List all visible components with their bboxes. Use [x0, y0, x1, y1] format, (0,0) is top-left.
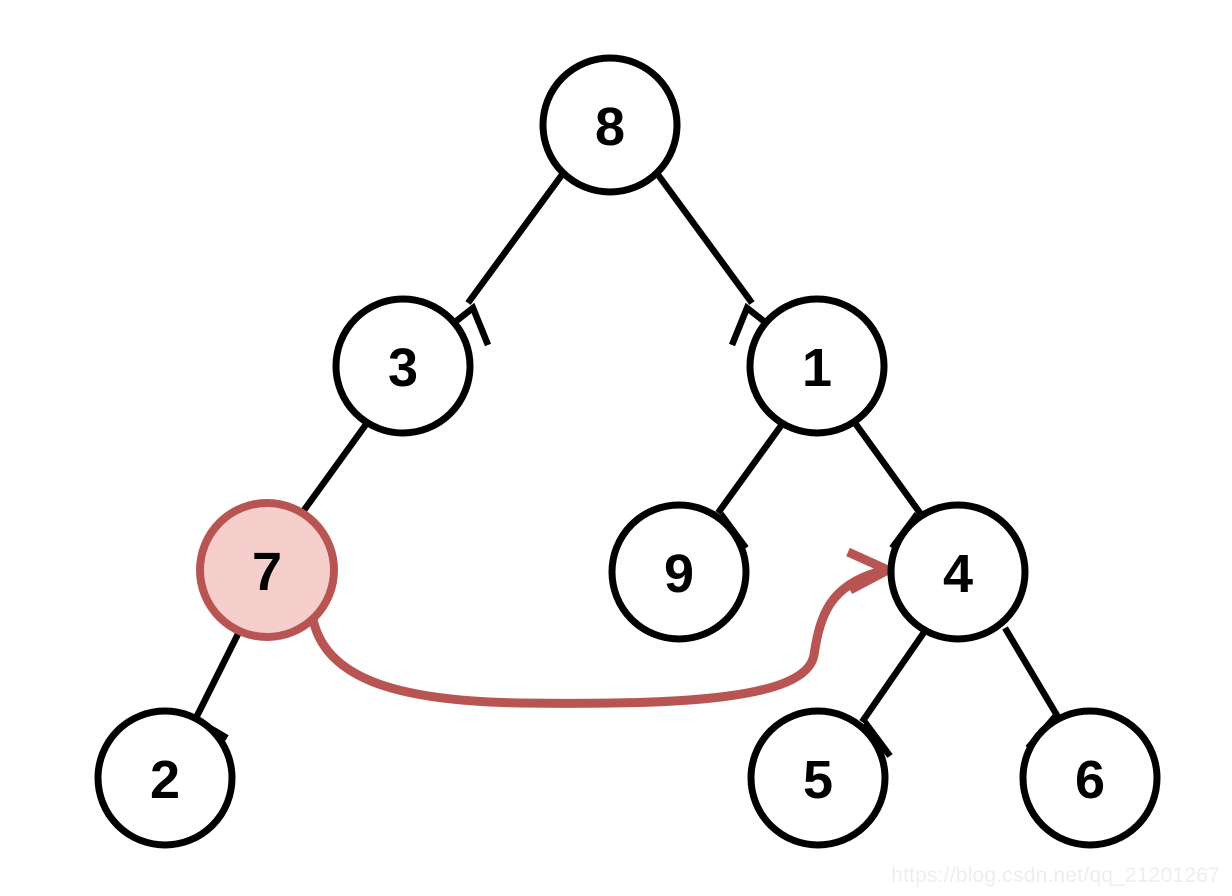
tree-edge-8-to-3: [438, 170, 567, 347]
tree-nodes-group: 8 3 1 7 9 4 2 5 6: [94, 54, 1161, 849]
node-label: 1: [802, 338, 832, 398]
edge-line: [299, 421, 370, 515]
node-label: 9: [664, 544, 694, 604]
node-label: 6: [1075, 750, 1105, 810]
tree-node-1[interactable]: 1: [746, 295, 888, 437]
node-circle[interactable]: [1019, 707, 1161, 849]
link-arrow-group: [307, 547, 899, 708]
node-circle[interactable]: [94, 707, 236, 849]
node-label: 2: [150, 750, 180, 810]
edge-line: [465, 170, 567, 305]
node-circle[interactable]: [608, 501, 750, 643]
edge-line: [191, 630, 242, 724]
tree-node-3[interactable]: 3: [332, 295, 474, 437]
node-label: 8: [595, 97, 625, 157]
tree-node-8[interactable]: 8: [539, 54, 681, 196]
tree-edges-group: [177, 170, 1080, 758]
tree-node-9[interactable]: 9: [608, 501, 750, 643]
tree-node-4[interactable]: 4: [887, 501, 1029, 643]
node-label: 3: [388, 338, 418, 398]
node-circle[interactable]: [747, 707, 889, 849]
tree-node-2[interactable]: 2: [94, 707, 236, 849]
edge-line: [653, 170, 755, 305]
tree-node-5[interactable]: 5: [747, 707, 889, 849]
node-label: 4: [943, 544, 973, 604]
link-curve-line: [307, 567, 883, 708]
edge-line: [859, 626, 930, 724]
edge-line: [1002, 626, 1061, 719]
tree-edge-8-to-1: [653, 170, 782, 347]
node-circle[interactable]: [332, 295, 474, 437]
link-arrow-7-to-4: [307, 547, 899, 708]
tree-node-7[interactable]: 7: [196, 499, 338, 641]
node-circle-highlighted[interactable]: [196, 499, 338, 641]
edge-line: [715, 421, 786, 515]
node-circle[interactable]: [887, 501, 1029, 643]
node-label: 5: [803, 750, 833, 810]
node-circle[interactable]: [539, 54, 681, 196]
edge-line: [852, 421, 923, 515]
watermark-text: https://blog.csdn.net/qq_21201267: [891, 864, 1220, 887]
node-circle[interactable]: [746, 295, 888, 437]
tree-node-6[interactable]: 6: [1019, 707, 1161, 849]
node-label: 7: [252, 542, 282, 602]
